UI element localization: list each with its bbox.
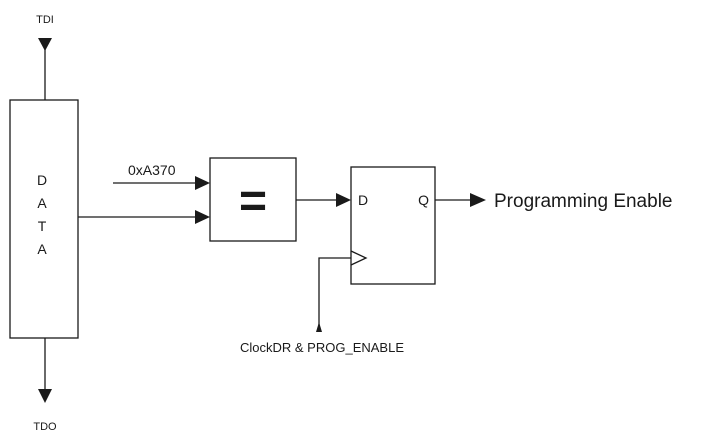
clock-wire: [318, 257, 351, 325]
comparator-box: [209, 157, 297, 242]
data-register-letter: A: [37, 241, 47, 257]
tdi-label: TDI: [36, 14, 54, 26]
flip-flop-box: [350, 166, 436, 285]
data-register-letter: D: [37, 172, 47, 188]
output-label: Programming Enable: [494, 191, 672, 212]
data-register-box: [9, 99, 79, 339]
comparator-symbol: =: [239, 175, 267, 228]
flip-flop-q-pin: Q: [418, 192, 429, 208]
register-to-comparator-arrow-icon: [195, 210, 210, 224]
clock-edge-icon: [350, 250, 368, 266]
q-output-arrow-icon: [470, 193, 486, 207]
data-register-letter: T: [38, 218, 47, 234]
tdo-arrow-icon: [38, 389, 52, 403]
flip-flop-d-pin: D: [358, 192, 368, 208]
tdo-label: TDO: [33, 421, 57, 432]
key-constant-label: 0xA370: [128, 162, 176, 178]
comparator-to-ff-arrow-icon: [336, 193, 351, 207]
clock-arrow-icon: [316, 322, 322, 332]
clock-label: ClockDR & PROG_ENABLE: [240, 340, 404, 355]
data-register-letter: A: [37, 195, 47, 211]
key-constant-arrow-icon: [195, 176, 210, 190]
